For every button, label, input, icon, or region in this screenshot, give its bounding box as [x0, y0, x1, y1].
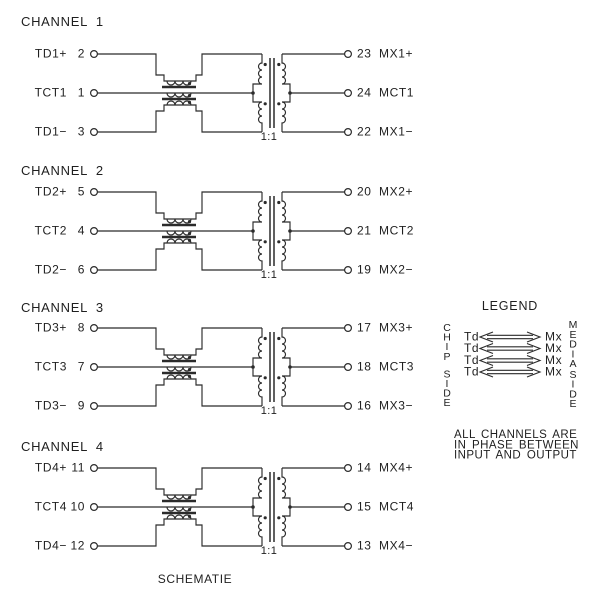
output-label: MX2− [379, 263, 413, 277]
output-label: MCT1 [379, 86, 414, 100]
output-pin: 17 [357, 321, 372, 335]
input-label: TCT3 [35, 360, 67, 374]
legend-left-term: Td [464, 353, 479, 367]
output-pin: 18 [357, 360, 372, 374]
input-label: TD3+ [35, 321, 67, 335]
phase-note-line2: IN PHASE BETWEEN [454, 439, 579, 451]
input-pin: 2 [78, 47, 85, 61]
legend-arrow-row3 [479, 354, 541, 367]
channel-1-graphics [89, 49, 353, 137]
input-label: TD4− [35, 539, 67, 553]
output-pin: 13 [357, 539, 372, 553]
input-pin: 5 [78, 185, 85, 199]
output-pin: 14 [357, 461, 372, 475]
legend-title: LEGEND [482, 299, 538, 313]
channel-3-graphics [89, 323, 353, 411]
channel-title: CHANNEL 4 [21, 439, 104, 454]
legend-arrow-row4 [479, 366, 541, 378]
legend-right-term: Mx [545, 365, 562, 379]
channel-4-graphics [89, 463, 353, 551]
legend-right-term: Mx [545, 341, 562, 355]
input-pin: 7 [78, 360, 85, 374]
channel-title: CHANNEL 3 [21, 300, 104, 315]
input-label: TD2+ [35, 185, 67, 199]
input-label: TCT4 [35, 500, 67, 514]
output-pin: 21 [357, 224, 372, 238]
input-pin: 12 [70, 539, 85, 553]
input-pin: 10 [70, 500, 85, 514]
input-label: TD4+ [35, 461, 67, 475]
output-pin: 20 [357, 185, 372, 199]
output-pin: 19 [357, 263, 372, 277]
output-label: MX2+ [379, 185, 413, 199]
input-pin: 6 [78, 263, 85, 277]
input-pin: 4 [78, 224, 85, 238]
output-label: MX3− [379, 399, 413, 413]
input-label: TCT1 [35, 86, 67, 100]
input-label: TD2− [35, 263, 67, 277]
phase-note-line3: INPUT AND OUTPUT [454, 450, 577, 462]
legend-arrow-row2 [479, 342, 541, 355]
channel-2-graphics [89, 187, 353, 275]
output-pin: 16 [357, 399, 372, 413]
drawing-title: SCHEMATIE [158, 572, 233, 586]
legend-left-term: Td [464, 365, 479, 379]
input-pin: 1 [78, 86, 85, 100]
output-pin: 22 [357, 125, 372, 139]
output-label: MX1− [379, 125, 413, 139]
input-label: TD1+ [35, 47, 67, 61]
input-pin: 9 [78, 399, 85, 413]
turns-ratio: 1:1 [261, 131, 278, 143]
input-label: TD1− [35, 125, 67, 139]
output-label: MX3+ [379, 321, 413, 335]
output-label: MX4+ [379, 461, 413, 475]
turns-ratio: 1:1 [261, 405, 278, 417]
legend-right-term: Mx [545, 330, 562, 344]
input-pin: 11 [71, 461, 85, 475]
output-label: MCT4 [379, 500, 414, 514]
channel-title: CHANNEL 1 [21, 14, 104, 29]
turns-ratio: 1:1 [261, 545, 278, 557]
legend-arrow-row1 [479, 331, 541, 343]
output-label: MCT3 [379, 360, 414, 374]
legend-left-term: Td [464, 330, 479, 344]
input-label: TCT2 [35, 224, 67, 238]
input-pin: 8 [78, 321, 85, 335]
output-label: MCT2 [379, 224, 414, 238]
output-label: MX4− [379, 539, 413, 553]
channel-title: CHANNEL 2 [21, 163, 104, 178]
input-pin: 3 [78, 125, 85, 139]
phase-note-line1: ALL CHANNELS ARE [454, 429, 577, 441]
output-pin: 15 [357, 500, 372, 514]
legend-right-term: Mx [545, 353, 562, 367]
turns-ratio: 1:1 [261, 269, 278, 281]
output-pin: 24 [357, 86, 372, 100]
legend-left-term: Td [464, 341, 479, 355]
input-label: TD3− [35, 399, 67, 413]
output-pin: 23 [357, 47, 372, 61]
output-label: MX1+ [379, 47, 413, 61]
